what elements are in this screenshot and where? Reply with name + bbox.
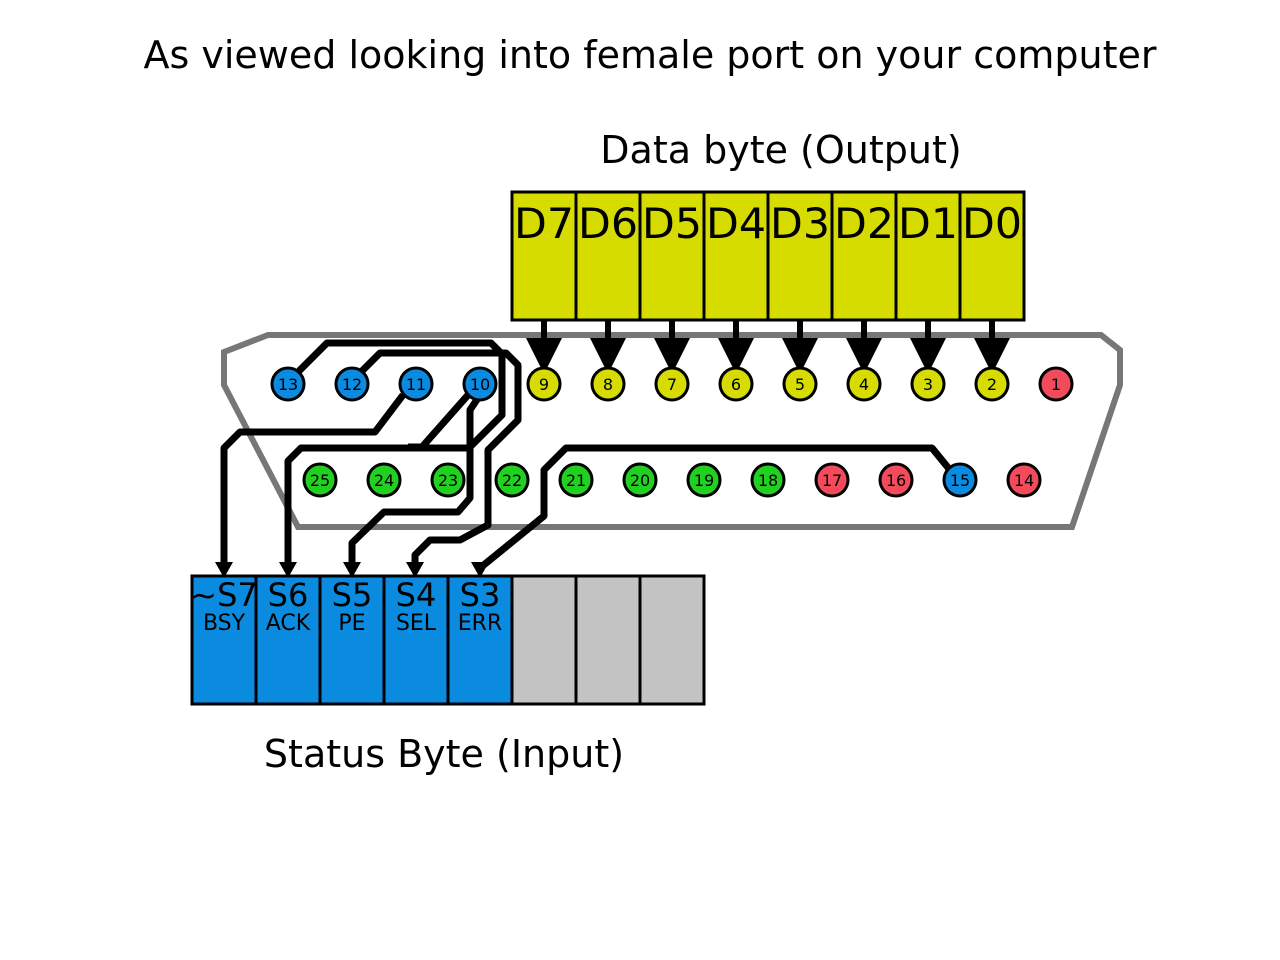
pin-number: 2: [987, 375, 997, 394]
pin-number: 11: [406, 375, 426, 394]
status-bit-name: S6: [268, 576, 309, 614]
status-arrow-tip: [471, 562, 489, 578]
pin-17: [814, 462, 850, 498]
pin-12: [334, 366, 370, 402]
pin-number: 24: [374, 471, 394, 490]
pin-9: [526, 366, 562, 402]
status-bit-signal: SEL: [396, 611, 437, 636]
status-bit-cell-unused: [510, 574, 578, 706]
pin-16: [878, 462, 914, 498]
pin-19: [686, 462, 722, 498]
status-bit-signal: BSY: [203, 611, 246, 636]
pin-number: 20: [630, 471, 650, 490]
pin-2: [974, 366, 1010, 402]
status-bit-cell-unused: [574, 574, 642, 706]
wire-pin12-to-s4: [359, 349, 522, 568]
status-wires: [220, 339, 953, 571]
pin-3: [910, 366, 946, 402]
status-bit-signal: ACK: [266, 611, 311, 636]
status-bit-cell-bsy: [190, 574, 258, 706]
wire-pin15-to-s3: [477, 444, 953, 571]
status-bit-signal: ERR: [458, 611, 502, 636]
data-bit-label: D5: [642, 199, 702, 248]
pin-21: [558, 462, 594, 498]
pin-number: 22: [502, 471, 522, 490]
pin-23: [430, 462, 466, 498]
data-bit-label: D3: [770, 199, 830, 248]
pin-1: [1038, 366, 1074, 402]
pin-20: [622, 462, 658, 498]
status-bit-cell-ack: [254, 574, 322, 706]
pin-18: [750, 462, 786, 498]
status-arrowheads: [215, 562, 489, 578]
pin-6: [718, 366, 754, 402]
pin-number: 15: [950, 471, 970, 490]
status-arrow-tip: [406, 562, 424, 578]
pin-number: 1: [1051, 375, 1061, 394]
pin-10: [462, 366, 498, 402]
pin-number: 16: [886, 471, 906, 490]
pin-5: [782, 366, 818, 402]
pin-number: 5: [795, 375, 805, 394]
status-byte-label: Status Byte (Input): [264, 732, 624, 776]
diagram-title: As viewed looking into female port on yo…: [144, 33, 1157, 77]
wire-pin13-to-s6: [284, 339, 506, 568]
data-bit-cell-d0: [958, 190, 1026, 322]
data-bit-cell-d2: [830, 190, 898, 322]
pin-number: 21: [566, 471, 586, 490]
pin-22: [494, 462, 530, 498]
status-arrow-tip: [343, 562, 361, 578]
pin-24: [366, 462, 402, 498]
pin-number: 23: [438, 471, 458, 490]
pin-number: 12: [342, 375, 362, 394]
pin-number: 10: [470, 375, 490, 394]
pin-number: 25: [310, 471, 330, 490]
status-arrow-tip: [215, 562, 233, 578]
status-bit-name: S4: [396, 576, 437, 614]
status-bit-name: S5: [332, 576, 373, 614]
pin-13: [270, 366, 306, 402]
pin-8: [590, 366, 626, 402]
data-bit-label: D7: [514, 199, 574, 248]
pin-15: [942, 462, 978, 498]
pin-number: 19: [694, 471, 714, 490]
data-bit-label: D4: [706, 199, 766, 248]
wire-pin10-to-s5-b: [348, 393, 483, 568]
pin-4: [846, 366, 882, 402]
pin-number: 14: [1014, 471, 1034, 490]
status-arrow-tip: [279, 562, 297, 578]
pin-number: 18: [758, 471, 778, 490]
data-bit-label: D1: [898, 199, 958, 248]
status-bit-cell-unused: [638, 574, 706, 706]
pin-14: [1006, 462, 1042, 498]
data-byte-label: Data byte (Output): [600, 128, 961, 172]
status-bit-signal: PE: [338, 611, 365, 636]
pin-number: 9: [539, 375, 549, 394]
status-bit-name: S3: [460, 576, 501, 614]
pin-number: 6: [731, 375, 741, 394]
data-bit-cell-d3: [766, 190, 834, 322]
data-bit-label: D0: [962, 199, 1022, 248]
data-bit-label: D6: [578, 199, 638, 248]
pin-number: 17: [822, 471, 842, 490]
status-bit-name: ~S7: [190, 576, 257, 614]
data-bit-label: D2: [834, 199, 894, 248]
pin-number: 3: [923, 375, 933, 394]
data-bit-cell-d5: [638, 190, 706, 322]
pin-25: [302, 462, 338, 498]
pin-number: 13: [278, 375, 298, 394]
pin-number: 7: [667, 375, 677, 394]
pin-11: [398, 366, 434, 402]
wire-pin10-to-s5: [408, 392, 471, 451]
pin-number: 4: [859, 375, 869, 394]
pin-7: [654, 366, 690, 402]
wire-pin11-to-s7: [220, 392, 406, 568]
pin-number: 8: [603, 375, 613, 394]
